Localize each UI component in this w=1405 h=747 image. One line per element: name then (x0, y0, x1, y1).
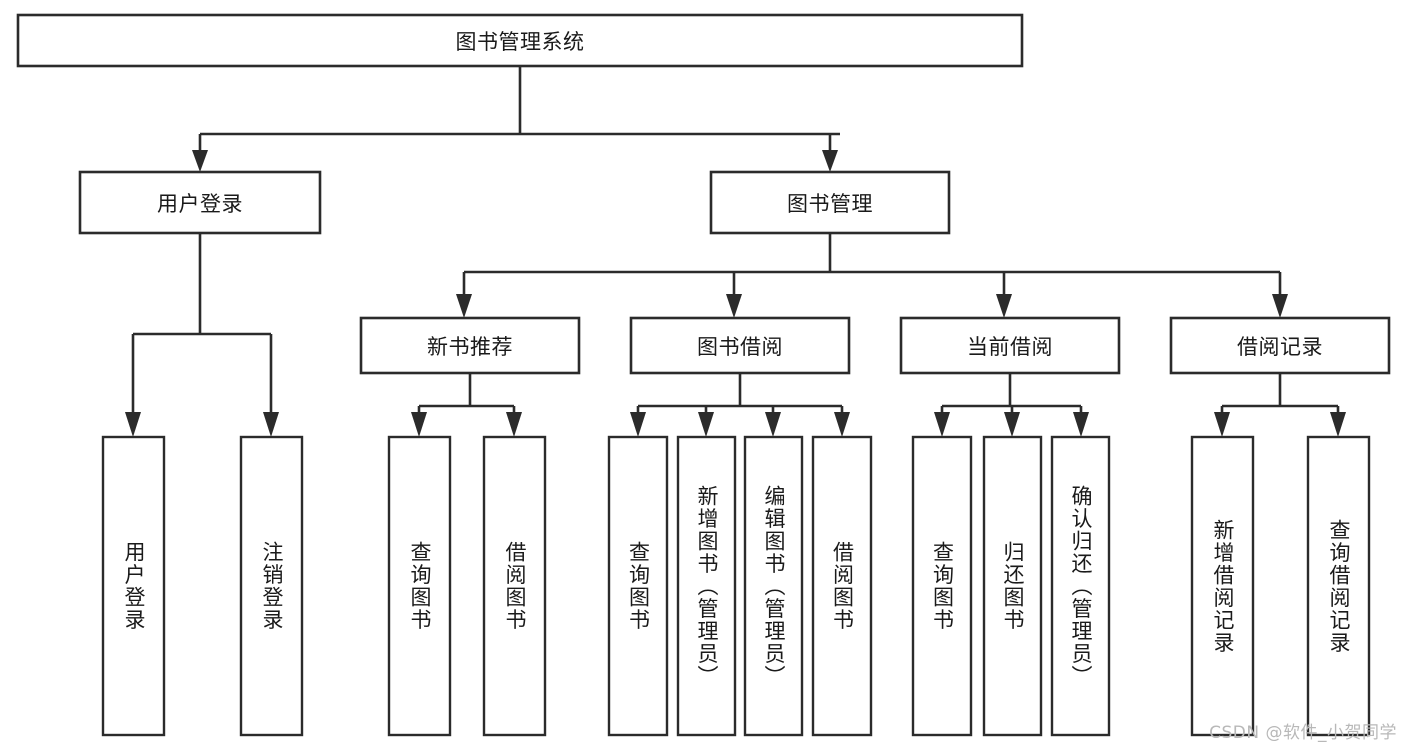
node-root-box[interactable] (16, 13, 1024, 68)
connector-user-login-to-leaves (125, 233, 279, 437)
connector-book-manage-to-level3 (456, 233, 1288, 318)
leaf-logout-box[interactable] (239, 435, 304, 737)
leaf-edit-book-admin-box[interactable] (743, 435, 804, 737)
node-current-borrow-box[interactable] (899, 316, 1121, 375)
watermark-label: CSDN @软件_小贺同学 (1209, 723, 1397, 743)
leaf-query-book-recommend-box[interactable] (387, 435, 452, 737)
node-book-borrow-box[interactable] (629, 316, 851, 375)
connector-borrow-record-to-leaves (1214, 373, 1346, 437)
connector-book-borrow-to-leaves (630, 373, 850, 437)
leaf-query-book-current-box[interactable] (911, 435, 973, 737)
leaf-return-book-box[interactable] (982, 435, 1043, 737)
leaf-borrow-book-box[interactable] (811, 435, 873, 737)
leaf-add-book-admin-box[interactable] (676, 435, 737, 737)
leaf-user-login-box[interactable] (101, 435, 166, 737)
leaf-query-borrow-record-box[interactable] (1306, 435, 1371, 737)
connector-root-to-level2 (192, 66, 840, 172)
node-borrow-record-box[interactable] (1169, 316, 1391, 375)
leaf-add-borrow-record-box[interactable] (1190, 435, 1255, 737)
leaf-borrow-book-recommend-box[interactable] (482, 435, 547, 737)
connector-current-borrow-to-leaves (934, 373, 1089, 437)
node-book-manage-box[interactable] (709, 170, 951, 235)
node-new-book-recommend-box[interactable] (359, 316, 581, 375)
connector-new-book-recommend-to-leaves (411, 373, 522, 437)
leaf-confirm-return-admin-box[interactable] (1050, 435, 1111, 737)
leaf-query-book-borrow-box[interactable] (607, 435, 669, 737)
node-user-login-box[interactable] (78, 170, 322, 235)
